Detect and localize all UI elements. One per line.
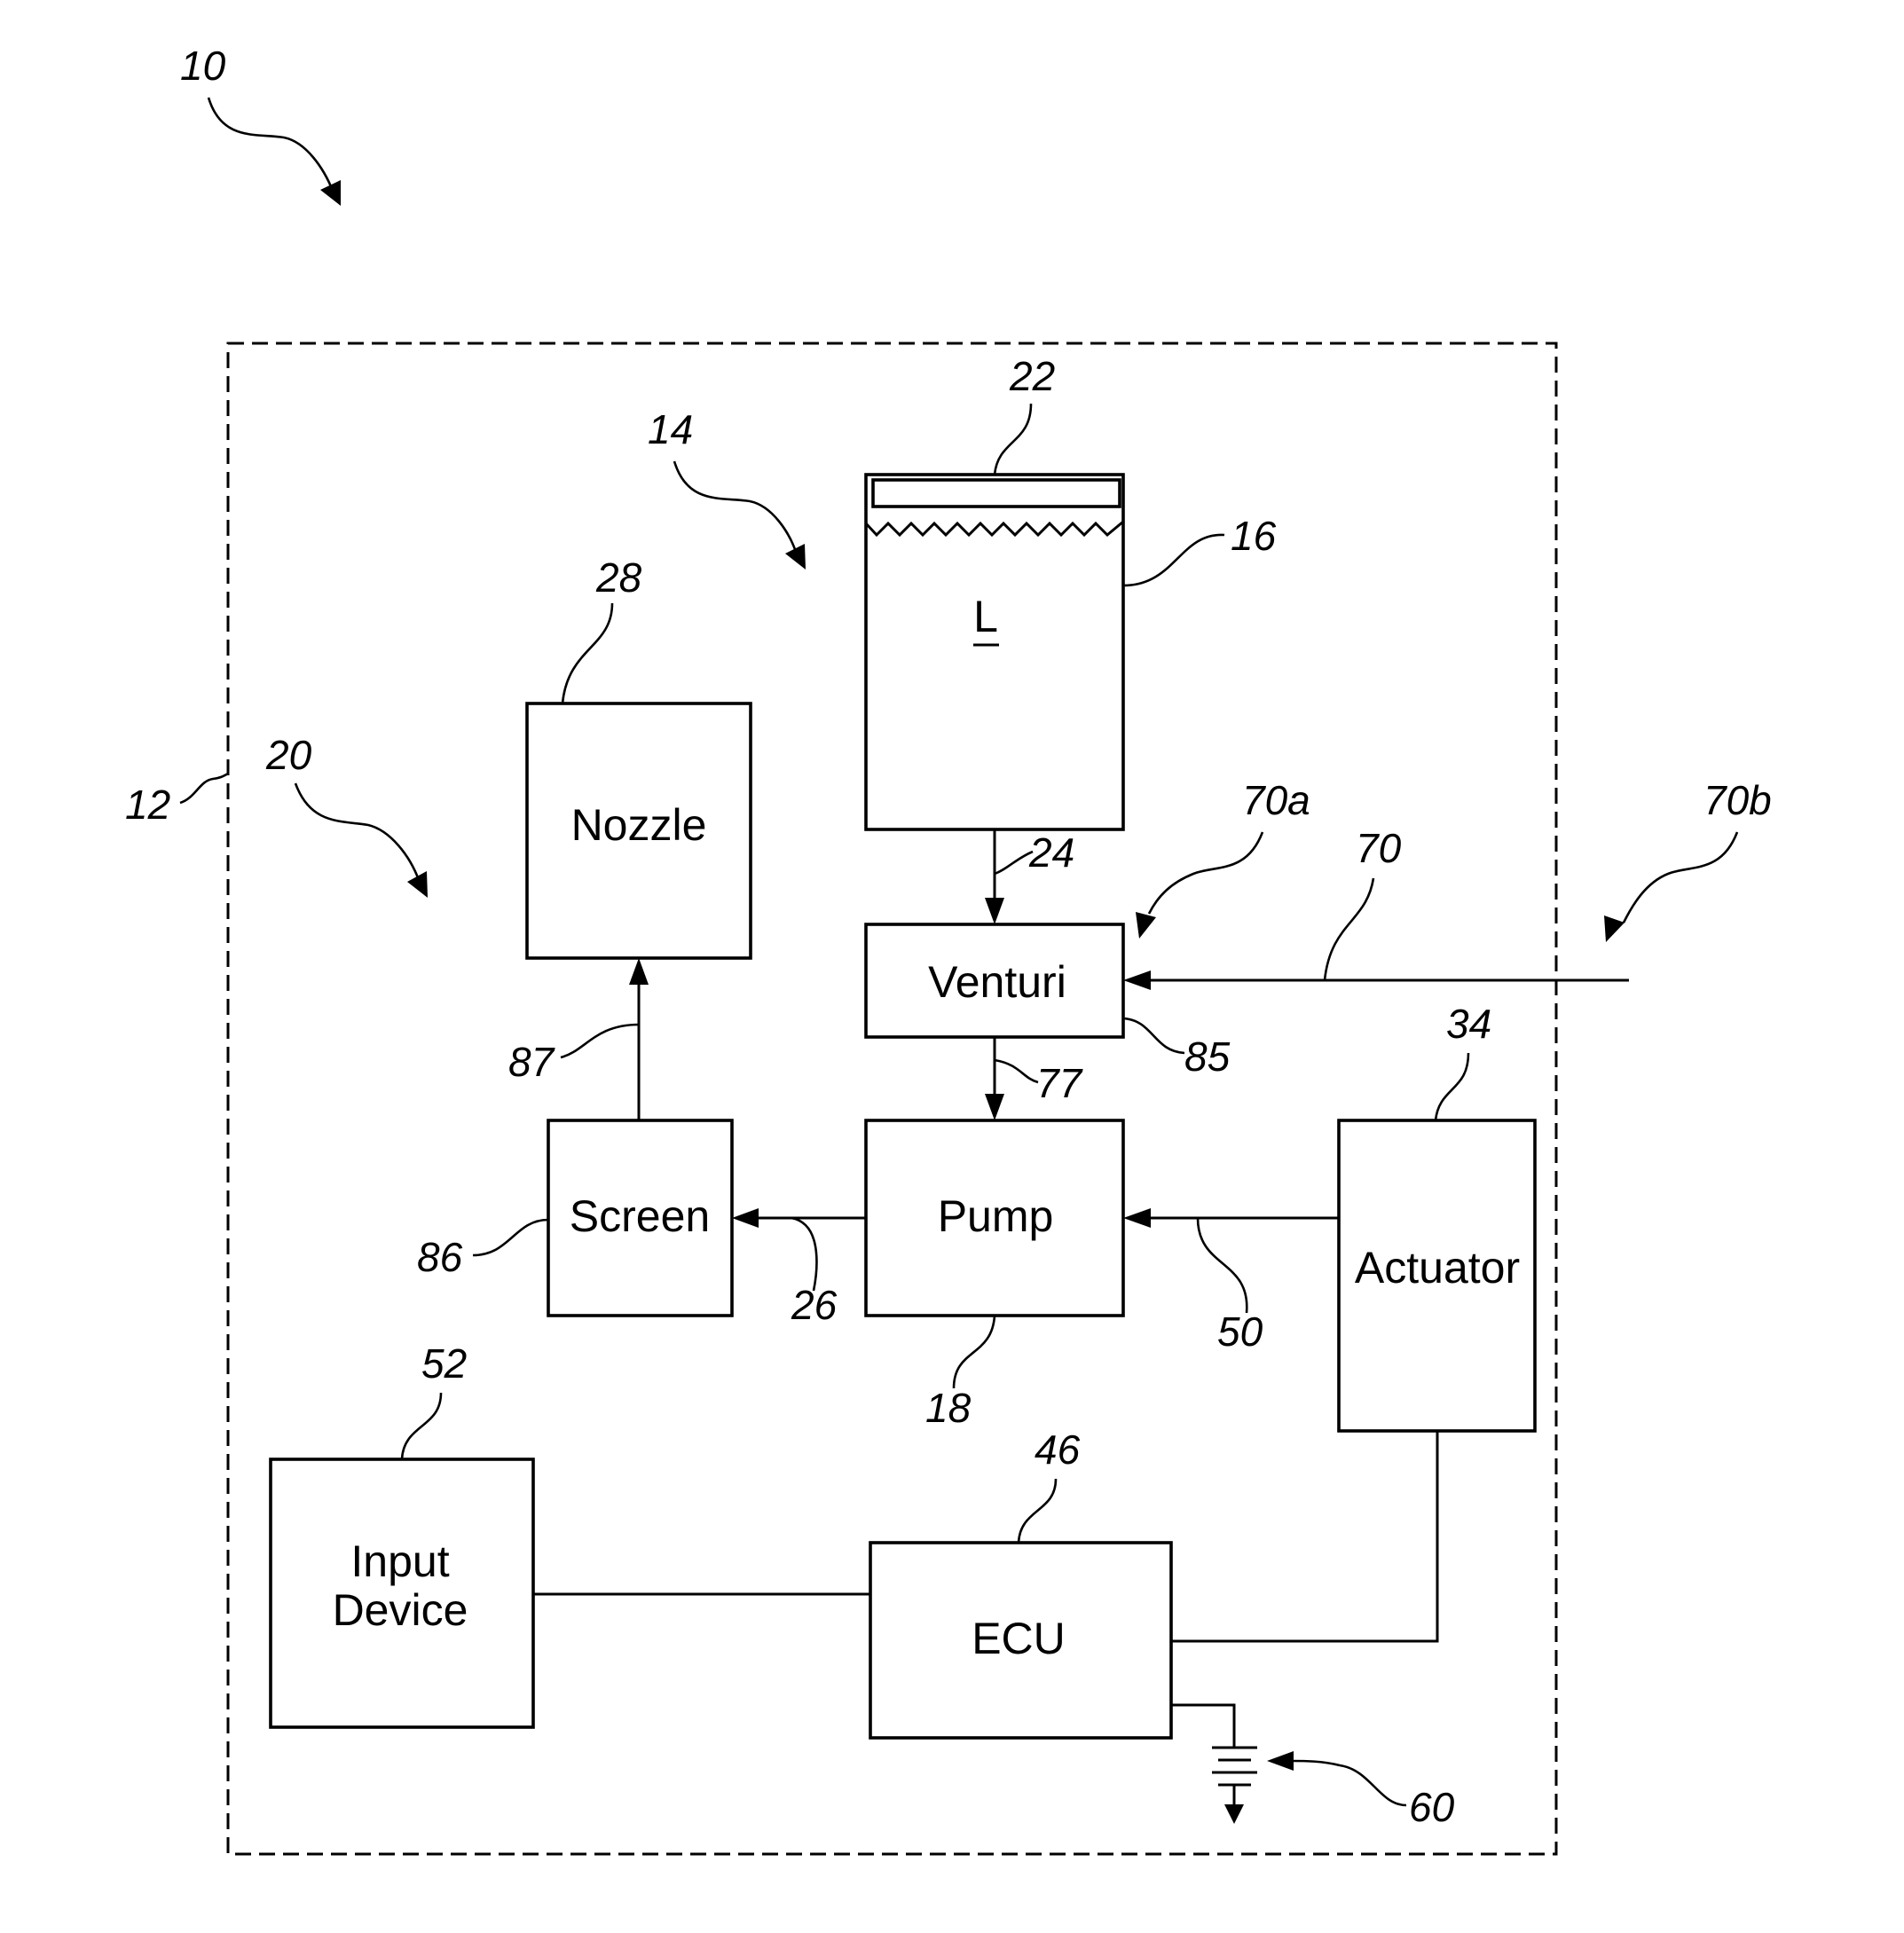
ref-10: 10 bbox=[180, 43, 341, 206]
ref-46: 46 bbox=[1019, 1426, 1081, 1543]
ref-87: 87 bbox=[508, 1025, 639, 1085]
reservoir-to-venturi-arrow bbox=[985, 829, 1004, 924]
screen-label: Screen bbox=[570, 1191, 710, 1241]
venturi-to-pump-arrow bbox=[985, 1037, 1004, 1120]
ref-70: 70 bbox=[1325, 825, 1402, 980]
screen-to-nozzle-arrow bbox=[629, 958, 649, 1120]
svg-text:14: 14 bbox=[648, 406, 693, 452]
air-inlet-arrow bbox=[1123, 970, 1629, 990]
ref-18: 18 bbox=[925, 1316, 995, 1431]
input-device-label-line1: Input bbox=[350, 1536, 449, 1586]
ref-26: 26 bbox=[791, 1218, 838, 1328]
input-device-block: Input Device bbox=[271, 1459, 533, 1727]
reservoir-label: L bbox=[973, 592, 998, 641]
reservoir-block: L bbox=[866, 475, 1123, 829]
svg-text:87: 87 bbox=[508, 1039, 555, 1085]
svg-text:70b: 70b bbox=[1703, 777, 1772, 823]
ecu-block: ECU bbox=[870, 1543, 1171, 1738]
ref-24: 24 bbox=[995, 829, 1074, 876]
ref-50: 50 bbox=[1198, 1218, 1263, 1355]
ref-85: 85 bbox=[1123, 1018, 1231, 1080]
svg-text:34: 34 bbox=[1446, 1001, 1491, 1047]
ref-52: 52 bbox=[402, 1340, 467, 1459]
venturi-block: Venturi bbox=[866, 924, 1123, 1037]
ref-20: 20 bbox=[265, 732, 428, 898]
actuator-to-ecu-wire bbox=[1171, 1431, 1437, 1641]
ref-70a: 70a bbox=[1136, 777, 1310, 939]
input-device-label-line2: Device bbox=[333, 1585, 468, 1635]
ref-12: 12 bbox=[125, 774, 228, 828]
svg-text:60: 60 bbox=[1409, 1784, 1455, 1830]
svg-text:12: 12 bbox=[125, 782, 170, 828]
reservoir-cap bbox=[873, 480, 1120, 507]
svg-text:20: 20 bbox=[265, 732, 312, 778]
pump-to-screen-arrow bbox=[732, 1208, 866, 1228]
ecu-label: ECU bbox=[972, 1614, 1066, 1663]
pump-label: Pump bbox=[938, 1191, 1054, 1241]
svg-text:50: 50 bbox=[1217, 1308, 1263, 1355]
svg-text:70: 70 bbox=[1356, 825, 1402, 871]
svg-text:10: 10 bbox=[180, 43, 226, 89]
ref-77: 77 bbox=[995, 1060, 1083, 1106]
ref-70b: 70b bbox=[1604, 777, 1772, 942]
actuator-to-pump-arrow bbox=[1123, 1208, 1339, 1228]
ref-14: 14 bbox=[648, 406, 806, 570]
svg-text:52: 52 bbox=[421, 1340, 467, 1387]
svg-text:16: 16 bbox=[1231, 513, 1277, 559]
ref-22: 22 bbox=[995, 353, 1055, 475]
ground-symbol bbox=[1171, 1705, 1257, 1824]
svg-text:18: 18 bbox=[925, 1385, 972, 1431]
screen-block: Screen bbox=[548, 1120, 732, 1316]
svg-text:86: 86 bbox=[417, 1234, 463, 1280]
svg-text:85: 85 bbox=[1184, 1033, 1231, 1080]
svg-text:77: 77 bbox=[1036, 1060, 1083, 1106]
venturi-label: Venturi bbox=[928, 957, 1066, 1007]
actuator-block: Actuator bbox=[1339, 1120, 1535, 1431]
ref-34: 34 bbox=[1436, 1001, 1491, 1120]
ref-28: 28 bbox=[563, 554, 642, 703]
svg-text:70a: 70a bbox=[1242, 777, 1310, 823]
svg-text:46: 46 bbox=[1035, 1426, 1081, 1473]
pump-block: Pump bbox=[866, 1120, 1123, 1316]
ref-60: 60 bbox=[1267, 1751, 1455, 1830]
svg-text:24: 24 bbox=[1028, 829, 1074, 876]
ref-86: 86 bbox=[417, 1220, 548, 1280]
svg-text:22: 22 bbox=[1009, 353, 1055, 399]
ref-16: 16 bbox=[1123, 513, 1277, 585]
nozzle-label: Nozzle bbox=[571, 800, 707, 850]
svg-text:28: 28 bbox=[595, 554, 642, 601]
nozzle-block: Nozzle bbox=[527, 703, 751, 958]
actuator-label: Actuator bbox=[1355, 1243, 1520, 1293]
